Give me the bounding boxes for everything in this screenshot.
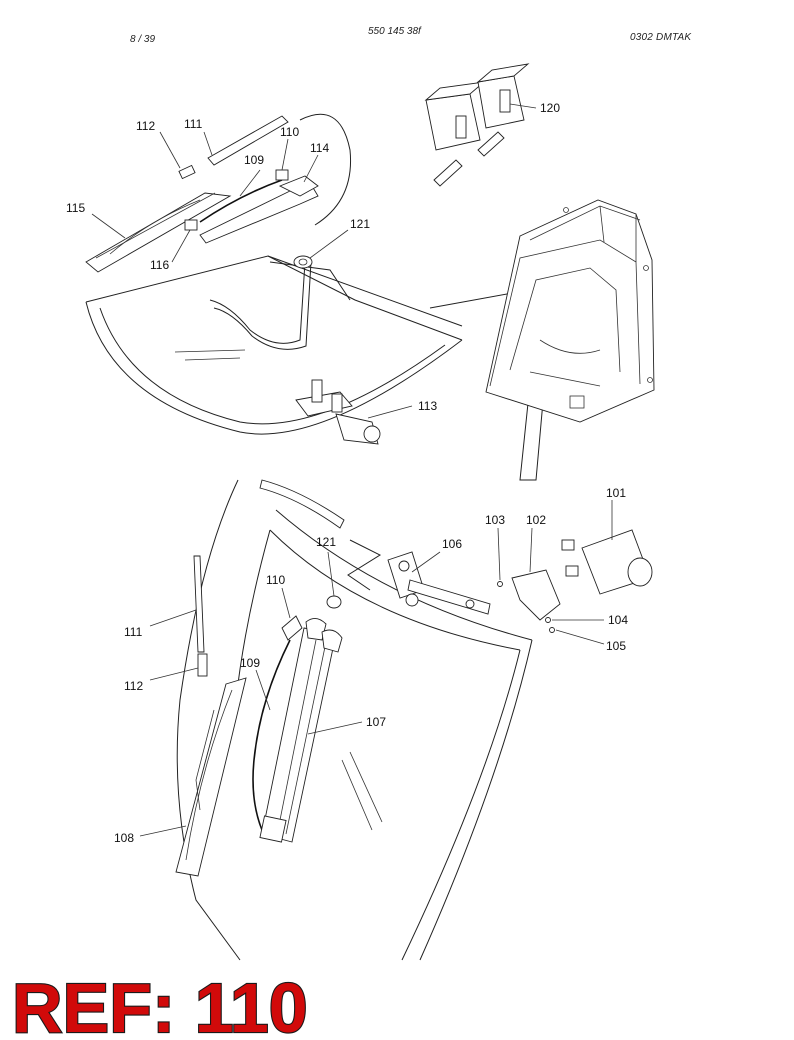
washer-tank-120 bbox=[424, 63, 530, 187]
callout-104: 104 bbox=[608, 613, 628, 627]
callout-115: 115 bbox=[66, 201, 85, 215]
callout-121-top: 121 bbox=[350, 217, 370, 231]
nozzle-112-top bbox=[178, 164, 196, 180]
page-number: 8 / 39 bbox=[130, 34, 156, 45]
callout-121-bottom: 121 bbox=[316, 535, 336, 549]
callout-112-bottom: 112 bbox=[124, 679, 143, 693]
callout-113: 113 bbox=[418, 399, 437, 413]
callout-103: 103 bbox=[485, 513, 505, 527]
callout-108: 108 bbox=[114, 831, 134, 845]
wiper-motor-101 bbox=[561, 529, 653, 595]
callout-105: 105 bbox=[606, 639, 626, 653]
hose-109-top bbox=[199, 179, 283, 223]
clip-116 bbox=[184, 219, 198, 231]
document-code: 0302 DMTAK bbox=[630, 32, 692, 43]
callout-106: 106 bbox=[442, 537, 462, 551]
callout-120: 120 bbox=[540, 101, 560, 115]
screw-103 bbox=[497, 581, 503, 587]
grommet-121-bottom bbox=[326, 595, 342, 609]
connector-110-top bbox=[275, 169, 289, 181]
leader-lines-top bbox=[91, 103, 537, 419]
hose-109-bottom bbox=[252, 639, 291, 831]
grommet-121-top bbox=[293, 255, 313, 269]
wiper-blade-108 bbox=[175, 677, 247, 877]
wiper-motor-113 bbox=[295, 379, 381, 445]
callout-111-top: 111 bbox=[184, 117, 203, 131]
document-number: 550 145 38f bbox=[368, 26, 421, 37]
hose-111-top bbox=[207, 115, 289, 166]
wiper-arm-114 bbox=[199, 175, 319, 244]
washer-104 bbox=[545, 617, 551, 623]
wiper-arm-107 bbox=[259, 618, 343, 843]
callout-114: 114 bbox=[310, 141, 329, 155]
cab-frame bbox=[485, 199, 655, 423]
callout-110-top: 110 bbox=[280, 125, 299, 139]
bracket-102 bbox=[511, 569, 561, 621]
callout-101: 101 bbox=[606, 486, 626, 500]
leader-lines-bottom bbox=[139, 500, 613, 837]
ref-watermark: REF: 110 bbox=[12, 969, 308, 1040]
callout-110-bottom: 110 bbox=[266, 573, 285, 587]
callout-109-bottom: 109 bbox=[240, 656, 260, 670]
callout-labels-top: 112 111 110 109 114 115 116 121 113 120 bbox=[66, 101, 560, 413]
callout-labels-bottom: 101 103 102 106 121 110 111 112 109 107 … bbox=[114, 486, 628, 845]
hose-111-bottom bbox=[193, 555, 205, 653]
callout-102: 102 bbox=[526, 513, 546, 527]
callout-116: 116 bbox=[150, 258, 169, 272]
wiper-blade-115 bbox=[85, 192, 232, 273]
nut-105 bbox=[549, 627, 555, 633]
callout-112-top: 112 bbox=[136, 119, 155, 133]
callout-109-top: 109 bbox=[244, 153, 264, 167]
top-windshield-assembly bbox=[85, 113, 553, 481]
callout-107: 107 bbox=[366, 715, 386, 729]
callout-111-bottom: 111 bbox=[124, 625, 143, 639]
linkage-106 bbox=[387, 551, 491, 615]
connector-110-bottom bbox=[281, 615, 303, 641]
nozzle-112-bottom bbox=[197, 653, 208, 677]
